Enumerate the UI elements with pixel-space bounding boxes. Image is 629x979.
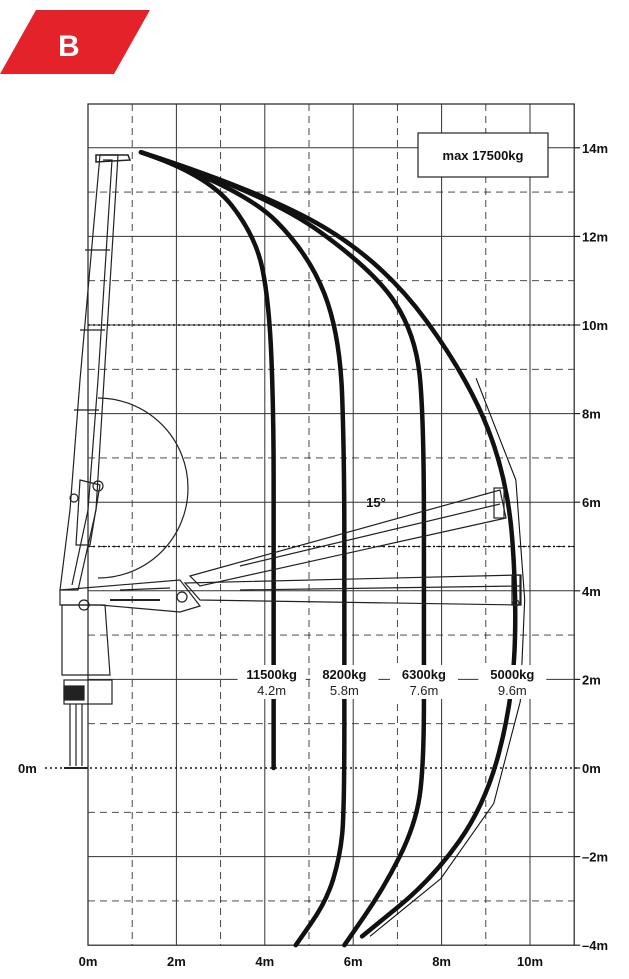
y-axis-tick-label: 2m — [582, 672, 601, 687]
badge-letter: B — [58, 30, 80, 63]
plot-frame — [87, 103, 575, 946]
vertical-boom-outline — [59, 154, 119, 591]
boom-tip — [95, 154, 132, 163]
capacity-reach-label: 5.8m — [330, 683, 359, 698]
y-axis-tick-label: 0m — [582, 761, 601, 776]
lower-extension-end — [511, 574, 522, 606]
crane-drawing — [59, 154, 522, 769]
y-axis-tick-label: 10m — [582, 318, 608, 333]
boom-angle-label: 15° — [366, 495, 386, 510]
capacity-load-label: 6300kg — [402, 667, 446, 682]
left-zero-label: 0m — [18, 761, 37, 776]
capacity-reach-label: 9.6m — [498, 683, 527, 698]
upper-boom-end — [493, 487, 505, 519]
outer-envelope-line — [369, 377, 526, 937]
lower-extension — [183, 574, 521, 606]
crane-column — [61, 604, 111, 676]
capacity-load-label: 5000kg — [490, 667, 534, 682]
capacity-reach-label: 4.2m — [257, 683, 286, 698]
y-axis-tick-label: 8m — [582, 407, 601, 422]
x-axis-tick-label: 6m — [344, 954, 363, 969]
capacity-label-bg — [310, 665, 379, 699]
joint-4 — [176, 591, 188, 603]
lower-extension-tip — [512, 599, 520, 607]
load-curve-4 — [138, 149, 518, 939]
crane-motor — [63, 685, 85, 701]
load-curve-1 — [138, 149, 276, 771]
max-load-box: max 17500kg — [417, 132, 549, 178]
max-load-frame — [417, 132, 549, 178]
y-axis-tick-label: 6m — [582, 495, 601, 510]
badge-shape — [0, 10, 150, 74]
lower-extension-rail — [239, 585, 521, 591]
upper-15-degree-rail — [239, 503, 501, 567]
y-axis-tick-label: –4m — [582, 938, 608, 953]
swing-arc-line — [97, 397, 189, 579]
x-axis-tick-label: 10m — [517, 954, 543, 969]
section-badge: B — [0, 10, 150, 74]
chart-labels: 0m 2m 4m 6m 8m 10m 14m 12m 10m 8m 6m 4m 2m 0m –2m –4m 0m… — [18, 141, 608, 969]
capacity-label-bg — [478, 665, 547, 699]
capacity-reach-label: 7.6m — [409, 683, 438, 698]
load-curves — [138, 149, 526, 948]
upper-15-degree-boom — [188, 489, 507, 587]
joint-1 — [92, 480, 104, 492]
joint-2 — [69, 493, 79, 503]
capacity-label-bg — [237, 665, 306, 699]
vertical-boom-inner — [71, 159, 113, 586]
y-axis-tick-label: 14m — [582, 141, 608, 156]
load-curve-2 — [138, 149, 347, 948]
chart-grid — [45, 103, 581, 946]
y-axis-tick-label: 12m — [582, 229, 608, 244]
boom-detail — [119, 587, 171, 591]
capacity-load-label: 8200kg — [322, 667, 366, 682]
x-axis-tick-label: 4m — [255, 954, 274, 969]
y-axis-tick-label: –2m — [582, 850, 608, 865]
y-axis-tick-label: 4m — [582, 584, 601, 599]
horizontal-boom — [59, 579, 202, 613]
x-axis-tick-label: 0m — [79, 954, 98, 969]
load-curve-3 — [138, 149, 427, 948]
x-axis-tick-label: 8m — [432, 954, 451, 969]
capacity-label-bg — [389, 665, 458, 699]
max-load-label: max 17500kg — [443, 148, 524, 163]
capacity-load-label: 11500kg — [246, 667, 297, 682]
x-axis-tick-label: 2m — [167, 954, 186, 969]
